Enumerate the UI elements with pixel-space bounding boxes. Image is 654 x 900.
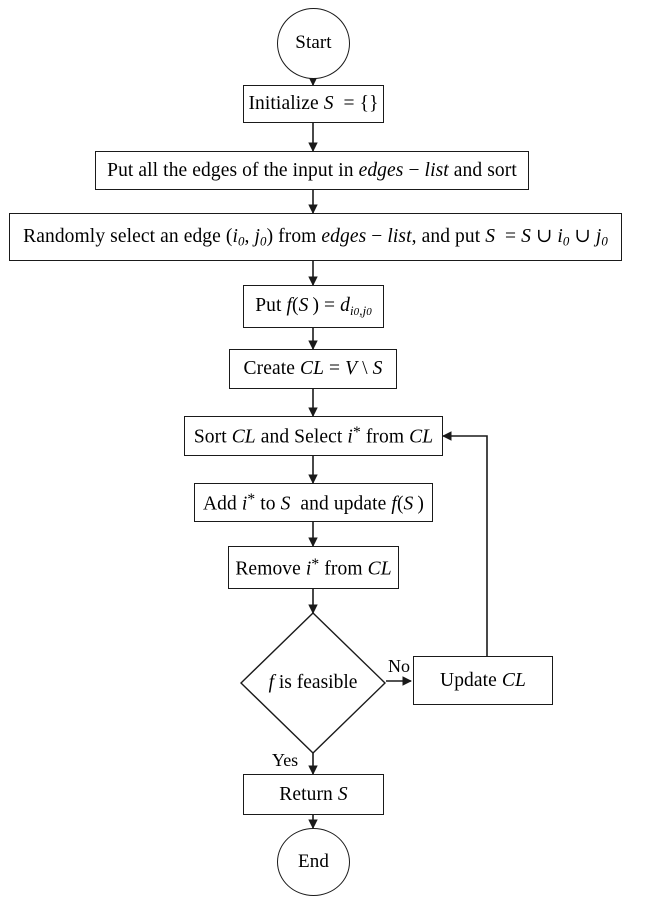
node-return-s-label: Return S — [279, 783, 348, 805]
node-put-all-edges-label: Put all the edges of the input in edges … — [107, 159, 517, 181]
node-create-cl[interactable]: Create CL = V \ S — [229, 349, 397, 389]
node-add-i-to-s[interactable]: Add i* to S and update f(S ) — [194, 483, 433, 522]
node-return-s[interactable]: Return S — [243, 774, 384, 815]
node-remove-i-from-cl-label: Remove i* from CL — [235, 555, 392, 579]
edge-label-no: No — [388, 656, 410, 676]
node-put-f-of-s[interactable]: Put f(S ) = di0,j0 — [243, 285, 384, 328]
node-initialize-label: Initialize S = {} — [248, 93, 379, 115]
node-end-label: End — [298, 850, 329, 872]
node-random-select-edge-label: Randomly select an edge (i0, j0) from ed… — [23, 225, 608, 249]
node-decision-f-feasible[interactable]: f is feasible — [240, 612, 386, 754]
decision-diamond-shape — [240, 612, 386, 754]
node-sort-cl-select-label: Sort CL and Select i* from CL — [193, 424, 434, 448]
node-end[interactable]: End — [277, 828, 350, 896]
node-put-f-of-s-label: Put f(S ) = di0,j0 — [255, 295, 372, 318]
connector-update-cl-to-sort-cl — [442, 431, 488, 656]
node-start-label: Start — [295, 32, 332, 54]
node-random-select-edge[interactable]: Randomly select an edge (i0, j0) from ed… — [9, 213, 622, 261]
node-update-cl-label: Update CL — [440, 669, 526, 691]
node-sort-cl-select[interactable]: Sort CL and Select i* from CL — [184, 416, 443, 456]
node-create-cl-label: Create CL = V \ S — [243, 358, 383, 380]
node-start[interactable]: Start — [277, 8, 350, 79]
node-initialize[interactable]: Initialize S = {} — [243, 85, 384, 123]
node-decision-label: f is feasible — [268, 672, 358, 693]
node-put-all-edges[interactable]: Put all the edges of the input in edges … — [95, 151, 529, 190]
node-add-i-to-s-label: Add i* to S and update f(S ) — [202, 490, 424, 514]
node-remove-i-from-cl[interactable]: Remove i* from CL — [228, 546, 399, 589]
edge-label-yes: Yes — [272, 750, 299, 770]
node-update-cl[interactable]: Update CL — [413, 656, 553, 705]
